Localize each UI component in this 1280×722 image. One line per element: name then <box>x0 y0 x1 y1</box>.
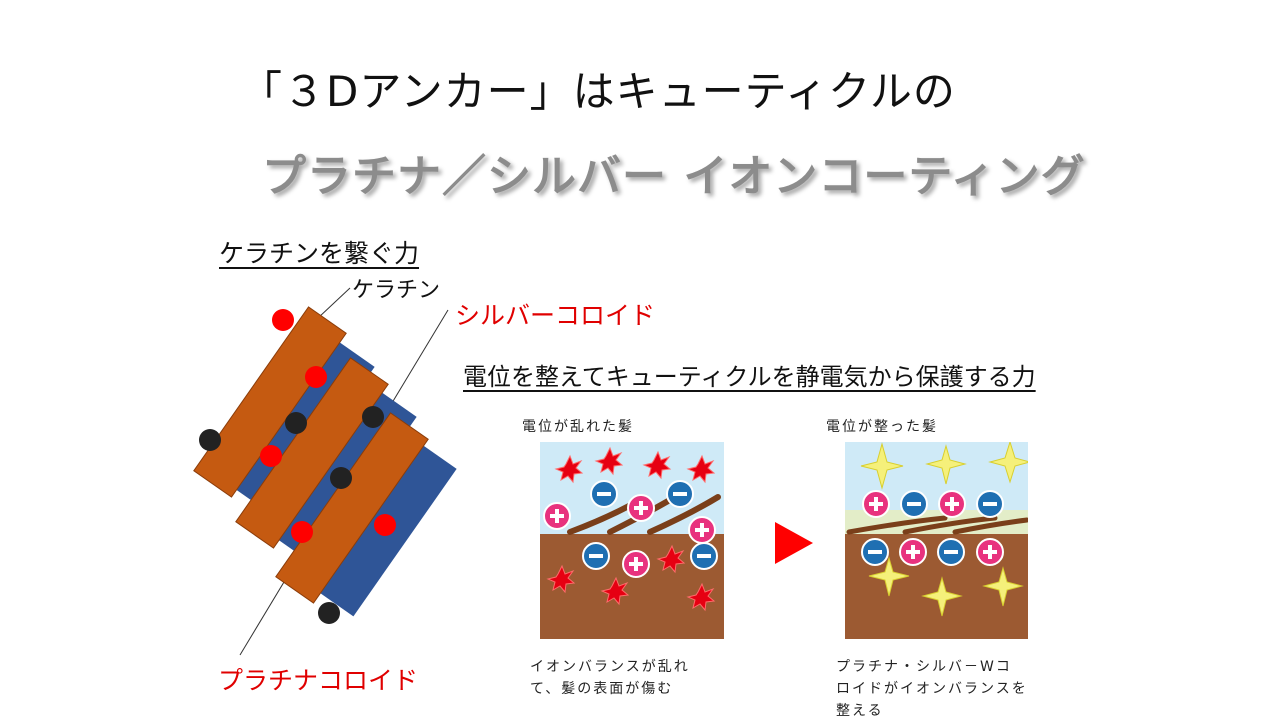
before-caption-line-2: て、髪の表面が傷む <box>530 681 674 697</box>
after-panel-title: 電位が整った髪 <box>826 419 938 435</box>
after-plus-ions <box>862 490 1004 566</box>
keratin-structure-diagram <box>193 287 457 656</box>
before-plus-ions <box>543 494 716 578</box>
keratin-orange-strands <box>193 306 429 604</box>
sparkle-icons <box>860 442 1028 617</box>
smooth-cuticles <box>846 515 1028 535</box>
keratin-label: ケラチン <box>352 278 441 303</box>
before-hair-panel <box>540 442 724 639</box>
platinum-colloid-dots <box>199 406 384 624</box>
after-caption: プラチナ・シルバ－Wコ ロイドがイオンバランスを 整える <box>836 656 1028 722</box>
before-minus-ions <box>582 480 718 570</box>
after-caption-line-2: ロイドがイオンバランスを <box>836 681 1028 697</box>
static-spark-icons <box>546 446 716 612</box>
keratin-leader-line <box>317 287 351 319</box>
silver-colloid-label: シルバーコロイド <box>455 301 656 330</box>
title-line-1: 「３Dアンカー」はキューティクルの <box>240 67 956 116</box>
after-caption-line-1: プラチナ・シルバ－Wコ <box>836 659 1012 675</box>
after-caption-line-3: 整える <box>836 703 884 719</box>
platinum-colloid-label: プラチナコロイド <box>218 666 419 695</box>
before-caption-line-1: イオンバランスが乱れ <box>530 659 690 675</box>
silver-colloid-dots <box>260 309 396 543</box>
after-hair-panel <box>845 442 1028 639</box>
potential-heading: 電位を整えてキューティクルを静電気から保護する力 <box>463 363 1036 391</box>
before-panel-title: 電位が乱れた髪 <box>522 419 634 435</box>
after-minus-ions <box>861 490 1004 566</box>
keratin-force-heading: ケラチンを繋ぐ力 <box>219 239 420 268</box>
arrow-right-icon <box>775 522 813 564</box>
title-line-2: プラチナ／シルバー イオンコーティング <box>262 151 1086 202</box>
before-caption: イオンバランスが乱れ て、髪の表面が傷む <box>530 656 690 700</box>
